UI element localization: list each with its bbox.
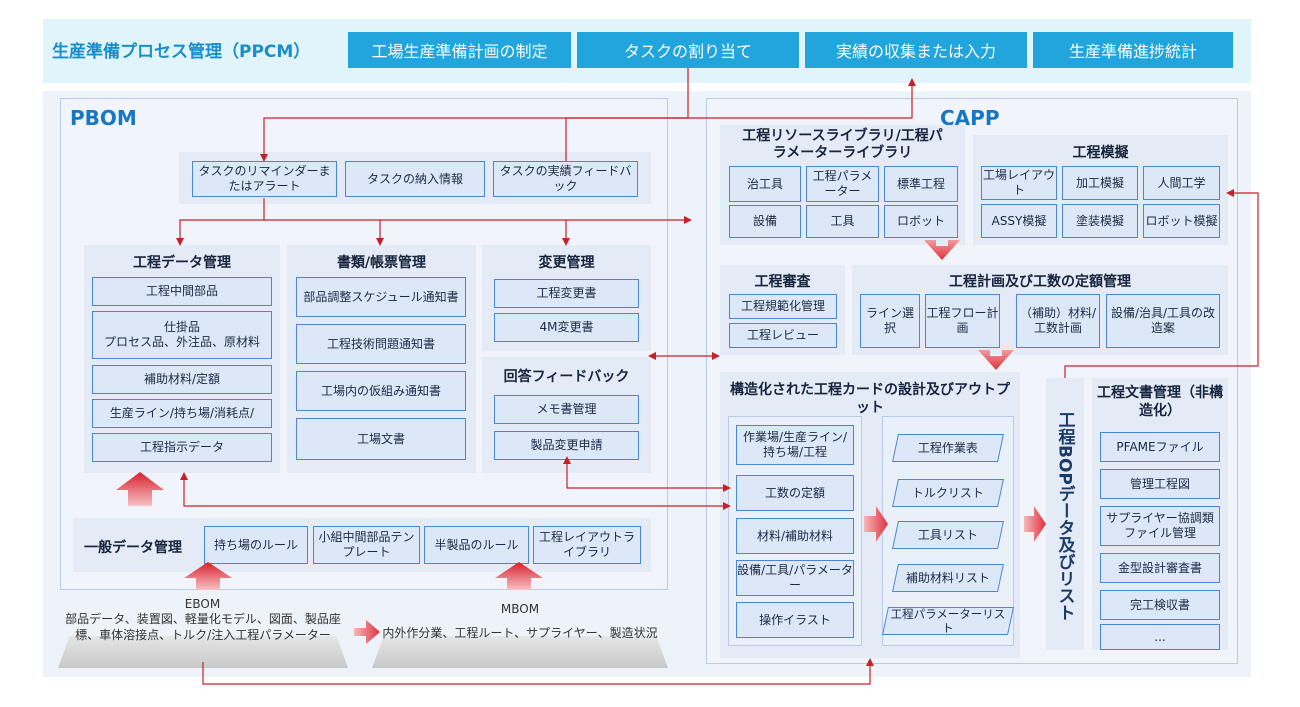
process-item[interactable]: 工程中間部品: [92, 277, 272, 306]
general-item[interactable]: 持ち場のルール: [204, 526, 308, 564]
resource-item[interactable]: ロボット: [884, 205, 958, 238]
feedback-item[interactable]: 製品変更申請: [494, 431, 639, 460]
document-item[interactable]: 工場内の仮組み通知書: [296, 371, 466, 411]
resource-item[interactable]: 工程パラメーター: [806, 166, 879, 202]
line-feedback-card: [563, 456, 731, 492]
line-collect: [565, 78, 916, 161]
mbom-title: MBOM: [500, 602, 540, 616]
review-title: 工程審査: [754, 274, 811, 290]
general-item[interactable]: 半製品のルール: [424, 526, 529, 564]
resource-item[interactable]: 標準工程: [884, 166, 958, 202]
progress-button[interactable]: 生産準備進捗統計: [1033, 32, 1233, 68]
documents-title: 書類/帳票管理: [336, 255, 427, 271]
fat-arrow-up-left: [116, 472, 164, 506]
fat-arrow-ebom: [184, 562, 232, 590]
planning-title: 工程計画及び工数の定額管理: [949, 274, 1131, 290]
mbom-base: [372, 636, 668, 668]
fat-arrow-bop: [1024, 506, 1046, 542]
docs-item[interactable]: PFAMEファイル: [1100, 432, 1220, 462]
planning-item[interactable]: ライン選択: [860, 294, 920, 348]
bop-column: [1046, 378, 1084, 650]
card-left-item[interactable]: 工数の定額: [736, 475, 854, 511]
document-item[interactable]: 工程技術問題通知書: [296, 324, 466, 364]
bop-label: 工程BOPデータ及びリスト: [1054, 411, 1075, 621]
document-item[interactable]: 部品調整スケジュール通知書: [296, 277, 466, 317]
fat-arrow-planning: [978, 350, 1014, 370]
change-item[interactable]: 工程変更書: [494, 279, 639, 308]
docs-item[interactable]: サプライヤー協調類ファイル管理: [1100, 506, 1220, 546]
general-item[interactable]: 工程レイアウトライブラリ: [533, 526, 641, 564]
fat-arrow-mbom: [495, 562, 543, 590]
card-left-item[interactable]: 材料/補助材料: [736, 518, 854, 554]
card-left-item[interactable]: 操作イラスト: [736, 602, 854, 638]
simulation-item[interactable]: 人間工学: [1143, 166, 1220, 200]
change-title: 変更管理: [538, 255, 595, 271]
planning-item[interactable]: 工程フロー計画: [925, 294, 1000, 348]
line-task-down: [176, 198, 265, 246]
plan-button[interactable]: 工場生産準備計画の制定: [348, 32, 571, 68]
card-left-item[interactable]: 作業場/生産ライン/持ち場/工程: [736, 425, 854, 465]
page-title: 生産準備プロセス管理（PPCM）: [52, 42, 311, 62]
mbom-desc: 内外作分業、工程ルート、サプライヤー、製造状況: [382, 626, 658, 640]
resource-title: 工程リソースライブラリ/工程パラメーターライブラリ: [742, 128, 943, 161]
line-bop-sim: [1064, 189, 1259, 378]
feedback-item[interactable]: メモ書管理: [494, 395, 639, 424]
docs-title: 工程文書管理（非構造化）: [1097, 385, 1223, 420]
document-item[interactable]: 工場文書: [296, 418, 466, 460]
pbom-title: PBOM: [70, 106, 137, 130]
simulation-item[interactable]: ロボット模擬: [1143, 204, 1220, 238]
collect-button[interactable]: 実績の収集または入力: [805, 32, 1027, 68]
process-data-title: 工程データ管理: [133, 255, 231, 271]
process-item[interactable]: 補助材料/定額: [92, 365, 272, 394]
simulation-item[interactable]: 塗装模擬: [1062, 204, 1138, 238]
fat-arrow-resource: [924, 240, 960, 260]
simulation-item[interactable]: 工場レイアウト: [981, 166, 1057, 200]
feedback-title: 回答フィードバック: [503, 369, 630, 385]
task-reminder-box[interactable]: タスクのリマインダーまたはアラート: [192, 161, 337, 197]
general-title: 一般データ管理: [84, 540, 182, 556]
planning-item[interactable]: 設備/治具/工具の改造案: [1106, 294, 1220, 348]
docs-item[interactable]: 管理工程図: [1100, 469, 1220, 499]
line-task-assign: [260, 68, 689, 162]
line-change-down: [264, 219, 570, 246]
process-item[interactable]: 生産ライン/持ち場/消耗点/: [92, 399, 272, 428]
review-item[interactable]: 工程規範化管理: [729, 294, 837, 319]
task-delivery-box[interactable]: タスクの納入情報: [345, 161, 485, 197]
simulation-item[interactable]: ASSY模擬: [981, 204, 1057, 238]
resource-item[interactable]: 治工具: [729, 166, 801, 202]
resource-item[interactable]: 工具: [806, 205, 879, 238]
change-item[interactable]: 4M変更書: [494, 313, 639, 342]
resource-item[interactable]: 設備: [729, 205, 801, 238]
card-title: 構造化された工程カードの設計及びアウトプット: [730, 382, 1010, 416]
planning-item[interactable]: （補助）材料/工数計画: [1016, 294, 1100, 348]
task-feedback-box[interactable]: タスクの実績フィードバック: [493, 161, 638, 197]
fat-arrow-card: [864, 506, 888, 542]
review-item[interactable]: 工程レビュー: [729, 323, 837, 348]
ebom-title: EBOM: [184, 597, 221, 611]
line-general-card: [180, 472, 731, 510]
simulation-item[interactable]: 加工模擬: [1062, 166, 1138, 200]
docs-item[interactable]: 完工検収書: [1100, 590, 1220, 620]
general-item[interactable]: 小組中間部品テンプレート: [313, 526, 420, 564]
line-ebom-card: [202, 658, 874, 685]
ebom-desc: 部品データ、装置図、軽量化モデル、図面、製品座標、車体溶接点、トルク/注入工程パ…: [65, 612, 341, 642]
process-item[interactable]: 仕掛品 プロセス品、外注品、原材料: [92, 311, 272, 359]
docs-item[interactable]: 金型設計審査書: [1100, 553, 1220, 583]
process-item[interactable]: 工程指示データ: [92, 433, 272, 462]
docs-item[interactable]: ...: [1100, 624, 1220, 650]
card-left-item[interactable]: 設備/工具/パラメーター: [736, 560, 854, 596]
assign-button[interactable]: タスクの割り当て: [577, 32, 799, 68]
simulation-title: 工程模擬: [1072, 145, 1129, 161]
fat-arrow-right-ebom: [354, 620, 380, 644]
